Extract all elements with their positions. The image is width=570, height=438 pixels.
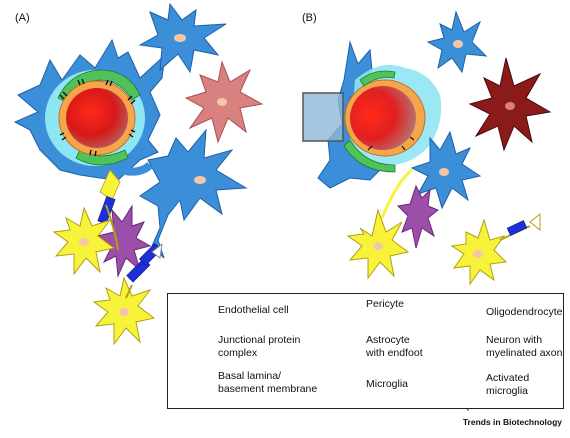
- legend-label-activated: Activated microglia: [486, 372, 529, 398]
- synapse-b: [530, 214, 540, 230]
- activated-microglia-b-nucleus: [505, 102, 515, 110]
- vessel-lumen-b: [350, 86, 416, 150]
- legend-label-neuron: Neuron with myelinated axon: [486, 334, 562, 360]
- legend-label-pericyte: Pericyte: [366, 298, 404, 311]
- vessel-lumen-a: [66, 88, 128, 148]
- neuron-b-1-nucleus: [373, 242, 383, 250]
- panel-label-b: (B): [302, 12, 317, 24]
- panel-b: [303, 12, 550, 284]
- legend-label-microglia: Microglia: [366, 378, 408, 391]
- neuron-b-2-nucleus: [473, 250, 483, 258]
- neuron-a-3-nucleus: [119, 308, 129, 316]
- microglia-a-nucleus: [217, 98, 227, 106]
- astrocyte-b-top-nucleus: [453, 40, 463, 48]
- legend-label-endothelial: Endothelial cell: [218, 304, 289, 317]
- astrocyte-b-middle-nucleus: [439, 168, 449, 176]
- legend-label-basal: Basal lamina/ basement membrane: [218, 370, 317, 396]
- panel-label-a: (A): [15, 12, 30, 24]
- astrocyte-a-top-nucleus: [174, 34, 186, 42]
- legend-label-oligodendrocyte: Oligodendrocyte: [486, 306, 562, 319]
- myelin-b: [507, 221, 527, 236]
- source-credit: Trends in Biotechnology: [463, 417, 562, 427]
- leak-region-box: [303, 93, 343, 141]
- legend-label-junctional: Junctional protein complex: [218, 334, 300, 360]
- astrocyte-a-middle-nucleus: [194, 176, 206, 184]
- neuron-a-2-nucleus: [79, 238, 89, 246]
- legend-label-astrocyte: Astrocyte with endfoot: [366, 334, 423, 360]
- oligodendrocyte-b: [398, 186, 438, 248]
